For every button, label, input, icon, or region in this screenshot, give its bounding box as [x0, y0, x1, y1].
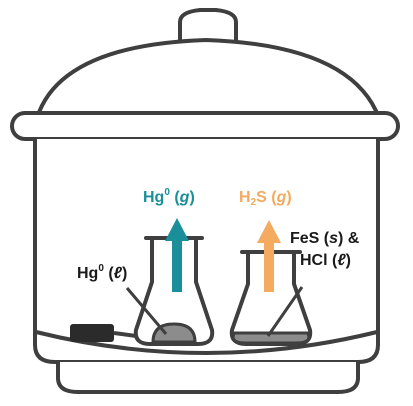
hg-liquid-close: )	[121, 265, 128, 282]
probe-cable	[113, 331, 137, 338]
fes-label: FeS (s) &	[290, 230, 359, 248]
h2s-gas-label: H2S (g)	[239, 189, 292, 208]
hg-vapor-label: Hg0 (g)	[143, 187, 195, 207]
h2s-s: S	[256, 189, 267, 206]
hg-liquid-sup: 0	[98, 263, 104, 274]
hcl-phase: ℓ	[337, 252, 346, 269]
h2s-open: (	[266, 189, 277, 206]
hg-vapor-text: Hg	[143, 189, 165, 206]
hcl-text: HCl (	[300, 252, 338, 269]
fes-text: FeS (	[290, 230, 330, 247]
hg-vapor-arrow	[165, 218, 189, 292]
fes-close: ) &	[338, 230, 360, 247]
hg-liquid-phase: ℓ	[113, 265, 122, 282]
hcl-close: )	[345, 252, 351, 269]
hg-vapor-sup: 0	[164, 187, 170, 198]
h2s-close: )	[286, 189, 292, 206]
h2s-phase: g	[276, 189, 287, 206]
fes-hcl-leader	[266, 286, 304, 337]
hg-vapor-close: )	[189, 189, 195, 206]
lid-dome	[35, 38, 381, 120]
hg-vapor-phase: g	[179, 189, 190, 206]
mercury-sensor-probe	[70, 324, 114, 342]
hg-liquid-open: (	[103, 265, 114, 282]
hg-liquid-text: Hg	[77, 265, 99, 282]
hcl-label: HCl (ℓ)	[300, 252, 351, 270]
lid-rim	[10, 111, 400, 141]
mercury-droplet	[151, 322, 197, 344]
hg-liquid-leader	[125, 287, 168, 335]
fes-phase: s	[329, 230, 339, 247]
fes-hcl-liquid	[231, 331, 311, 345]
h2s-h: H	[239, 189, 251, 206]
h2s-gas-arrow	[257, 220, 281, 292]
hg-liquid-label: Hg0 (ℓ)	[77, 263, 128, 283]
jar-base	[56, 362, 360, 394]
h2s-sub: 2	[250, 197, 257, 208]
hg-vapor-open: (	[169, 189, 180, 206]
